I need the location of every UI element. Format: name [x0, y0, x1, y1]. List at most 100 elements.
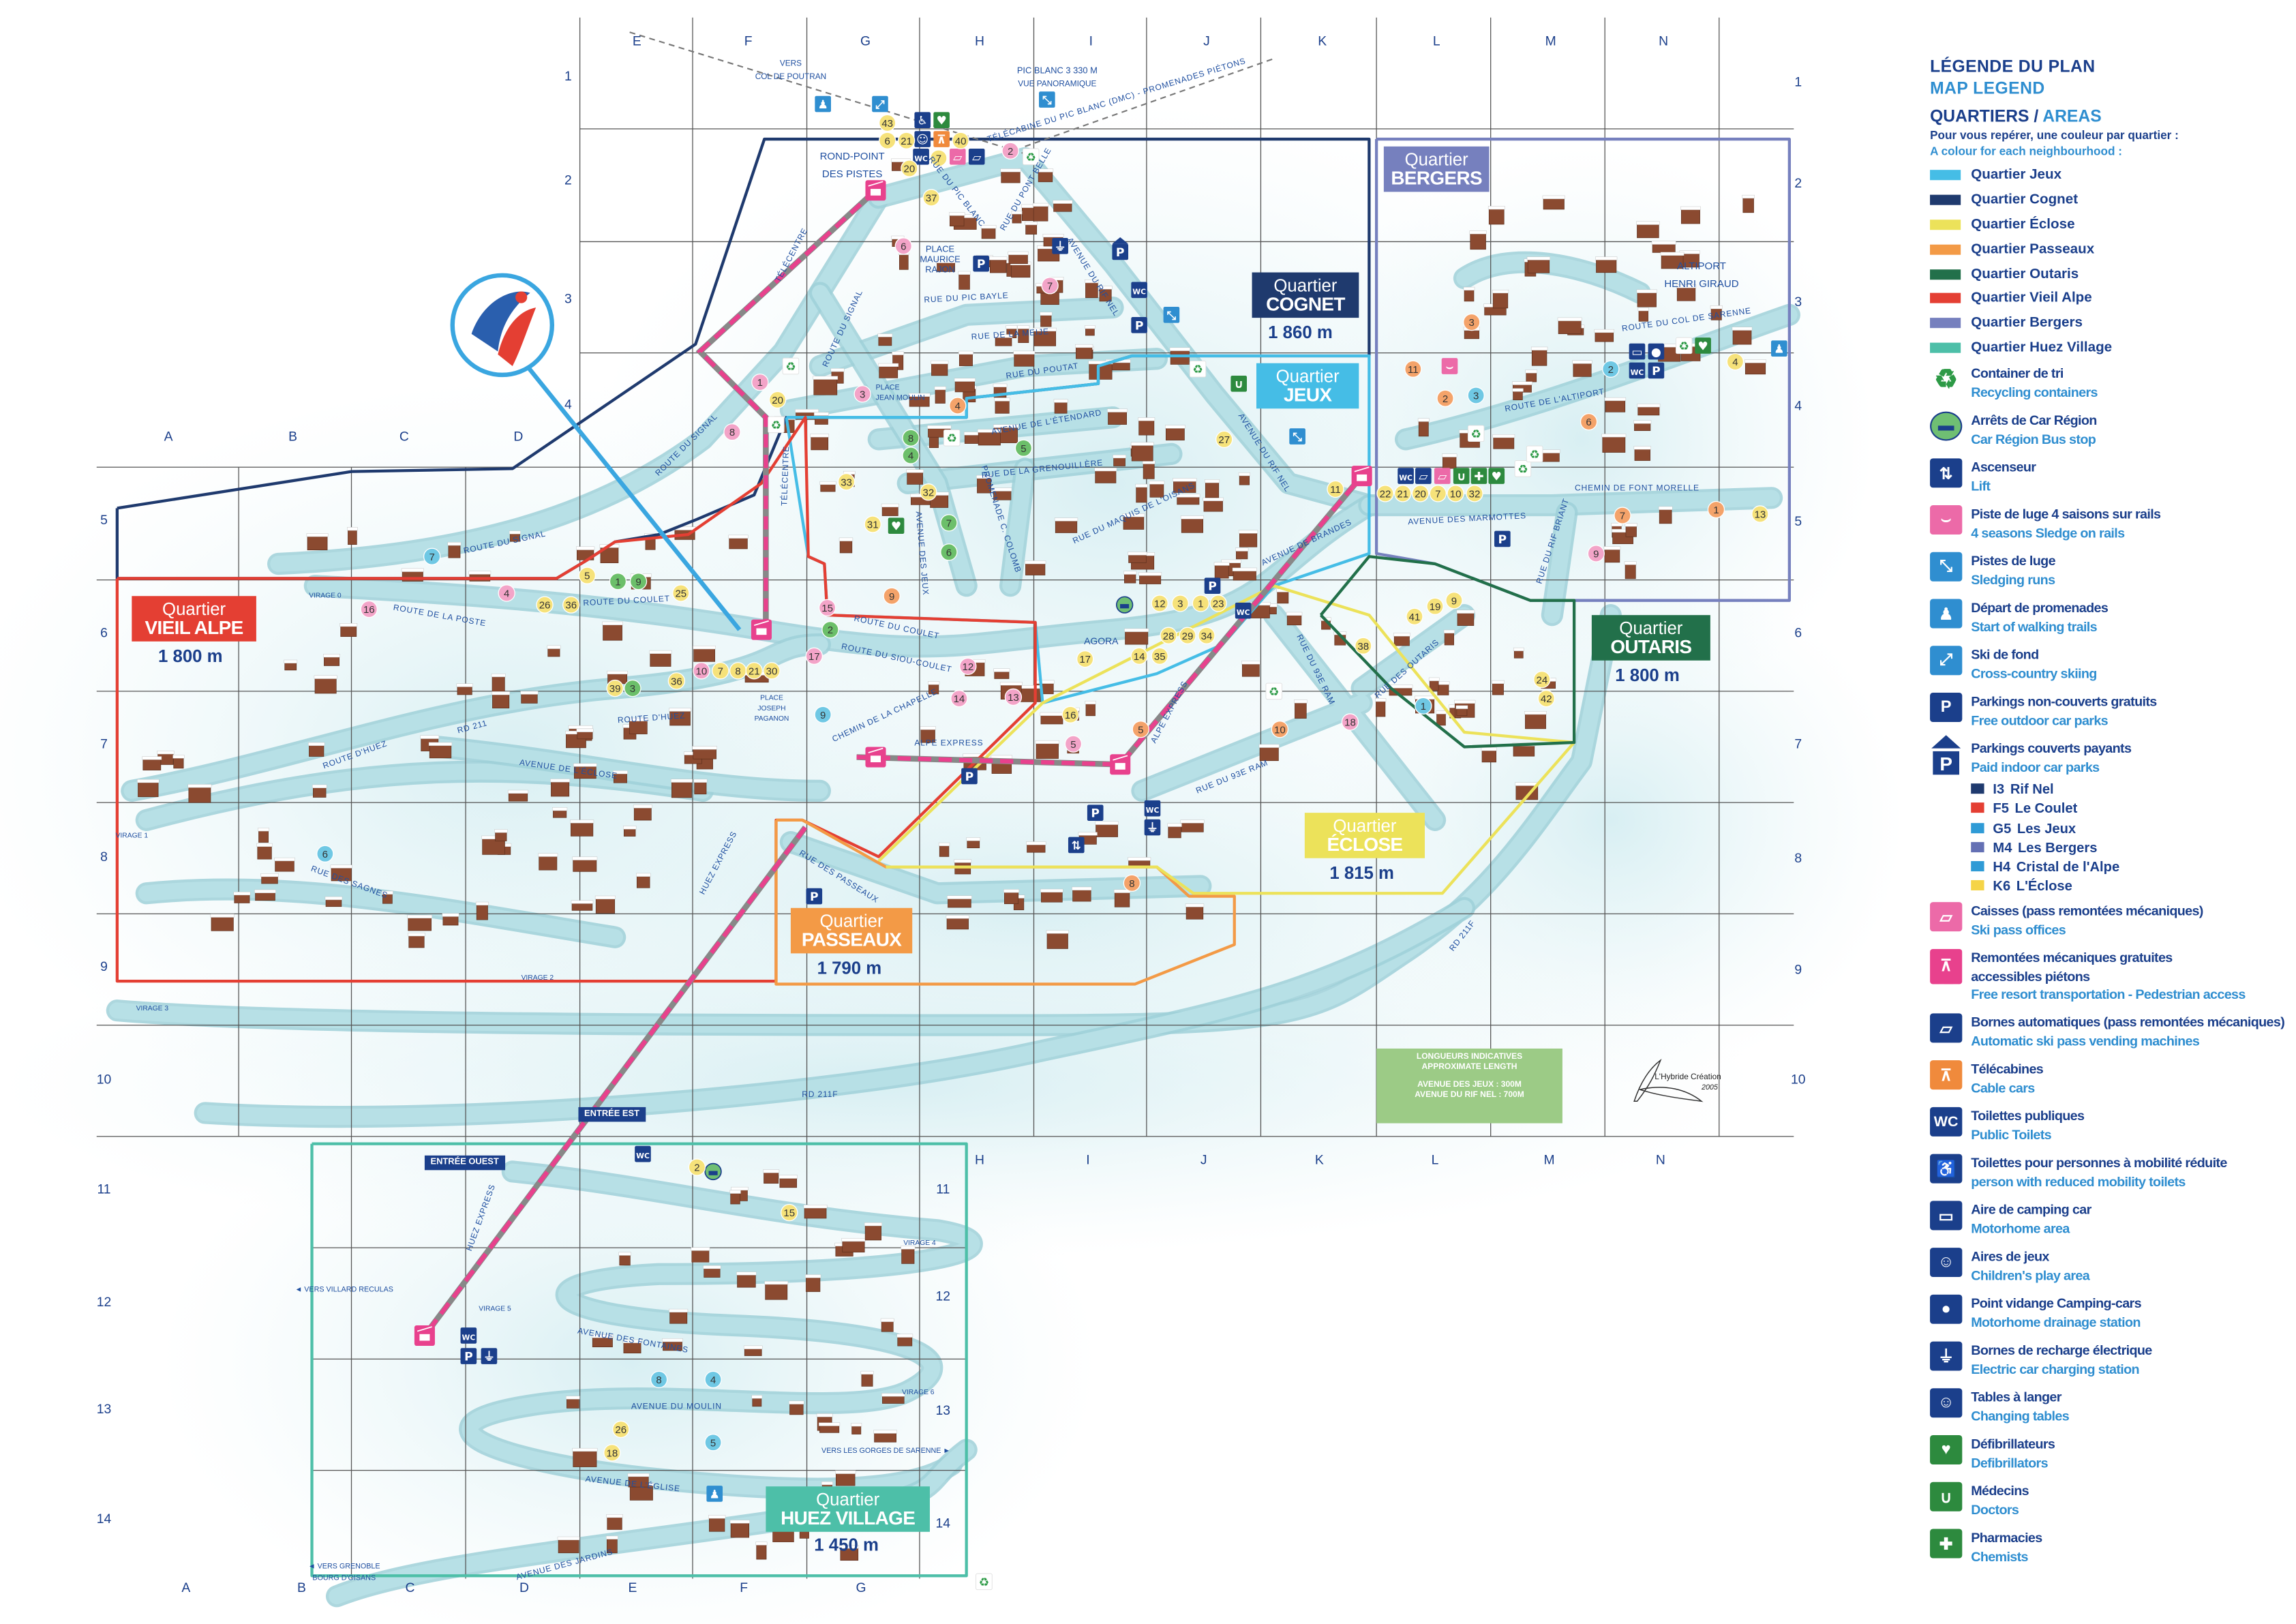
ski-pass-office-icon[interactable]: ▱	[1434, 468, 1451, 484]
bus-stop-icon[interactable]: ▬	[1115, 596, 1134, 614]
numbered-marker[interactable]: 2	[1001, 142, 1019, 160]
numbered-marker[interactable]: 31	[864, 515, 881, 533]
numbered-marker[interactable]: 14	[1130, 647, 1148, 665]
numbered-marker[interactable]: 10	[693, 662, 710, 680]
numbered-marker[interactable]: 20	[768, 391, 787, 409]
numbered-marker[interactable]: 11	[1404, 360, 1422, 378]
numbered-marker[interactable]: 1	[1192, 595, 1210, 612]
numbered-marker[interactable]: 16	[360, 600, 378, 618]
numbered-marker[interactable]: 22	[1376, 485, 1394, 502]
numbered-marker[interactable]: 6	[316, 845, 334, 862]
free-lift-line[interactable]	[856, 475, 1364, 767]
numbered-marker[interactable]: 19	[1426, 597, 1444, 615]
numbered-marker[interactable]: 2	[1602, 360, 1620, 378]
accessible-wc-icon[interactable]: ♿	[914, 112, 931, 128]
numbered-marker[interactable]: 18	[603, 1444, 621, 1462]
numbered-marker[interactable]: 8	[729, 662, 747, 680]
numbered-marker[interactable]: 3	[624, 679, 641, 697]
parking-icon[interactable]: P	[1648, 362, 1665, 379]
wc-icon[interactable]: WC	[1398, 468, 1414, 484]
numbered-marker[interactable]: 6	[940, 543, 958, 561]
lift-icon[interactable]: ⇅	[1068, 837, 1085, 854]
numbered-marker[interactable]: 7	[712, 662, 729, 680]
parking-icon[interactable]: P	[961, 768, 978, 785]
numbered-marker[interactable]: 35	[1151, 647, 1168, 665]
lift-station-icon[interactable]	[865, 180, 886, 201]
parking-icon[interactable]: P	[806, 888, 823, 905]
sledging-icon[interactable]: ⤡	[1163, 307, 1180, 323]
cable-car-icon[interactable]: ⊼	[933, 131, 950, 147]
numbered-marker[interactable]: 21	[897, 132, 916, 149]
parking-icon[interactable]: P	[460, 1348, 477, 1364]
parking-icon[interactable]: P	[1494, 530, 1511, 547]
numbered-marker[interactable]: 3	[854, 385, 871, 403]
numbered-marker[interactable]: 24	[1533, 670, 1551, 689]
numbered-marker[interactable]: 12	[959, 657, 977, 676]
defibrillator-icon[interactable]: ♥	[888, 517, 905, 534]
numbered-marker[interactable]: 23	[1209, 595, 1227, 612]
numbered-marker[interactable]: 1	[1707, 500, 1725, 519]
ski-pass-machine-icon[interactable]: ▱	[1415, 468, 1432, 484]
recycling-icon[interactable]: ♻	[1514, 460, 1532, 477]
lift-station-icon[interactable]	[865, 747, 886, 768]
numbered-marker[interactable]: 17	[805, 647, 823, 665]
numbered-marker[interactable]: 1	[751, 373, 769, 391]
numbered-marker[interactable]: 3	[1463, 313, 1481, 331]
numbered-marker[interactable]: 4	[902, 447, 920, 464]
numbered-marker[interactable]: 20	[901, 160, 918, 177]
numbered-marker[interactable]: 11	[1327, 480, 1344, 498]
recycling-icon[interactable]: ♻	[976, 1573, 993, 1591]
numbered-marker[interactable]: 42	[1537, 689, 1555, 708]
numbered-marker[interactable]: 7	[1041, 277, 1059, 295]
charging-icon[interactable]: ⏚	[481, 1348, 498, 1364]
numbered-marker[interactable]: 12	[1151, 595, 1168, 612]
numbered-marker[interactable]: 30	[763, 662, 781, 680]
numbered-marker[interactable]: 8	[1123, 874, 1141, 892]
changing-table-icon[interactable]: ☺	[914, 131, 931, 147]
numbered-marker[interactable]: 34	[1198, 627, 1215, 644]
numbered-marker[interactable]: 9	[1445, 592, 1463, 610]
numbered-marker[interactable]: 33	[837, 473, 856, 491]
doctor-icon[interactable]: ∪	[1453, 468, 1470, 484]
numbered-marker[interactable]: 14	[950, 689, 968, 708]
numbered-marker[interactable]: 32	[920, 483, 937, 501]
numbered-marker[interactable]: 10	[1447, 485, 1464, 502]
wc-icon[interactable]: WC	[1629, 362, 1646, 379]
numbered-marker[interactable]: 2	[688, 1158, 706, 1176]
numbered-marker[interactable]: 41	[1406, 607, 1423, 625]
cross-country-icon[interactable]: ⤢	[872, 95, 888, 112]
numbered-marker[interactable]: 40	[952, 132, 969, 149]
numbered-marker[interactable]: 36	[562, 596, 580, 614]
numbered-marker[interactable]: 26	[612, 1420, 630, 1439]
numbered-marker[interactable]: 6	[879, 132, 896, 149]
numbered-marker[interactable]: 1	[609, 573, 627, 590]
recycling-icon[interactable]: ♻	[768, 416, 785, 434]
ski-pass-office-icon[interactable]: ▱	[949, 149, 966, 165]
wc-icon[interactable]: WC	[460, 1327, 477, 1344]
numbered-marker[interactable]: 43	[879, 114, 896, 132]
numbered-marker[interactable]: 8	[723, 423, 741, 441]
recycling-icon[interactable]: ♻	[1189, 361, 1207, 378]
lift-station-icon[interactable]	[751, 619, 772, 640]
numbered-marker[interactable]: 6	[1580, 412, 1598, 431]
numbered-marker[interactable]: 7	[1614, 507, 1631, 524]
numbered-marker[interactable]: 26	[536, 596, 554, 614]
ski-pass-machine-icon[interactable]: ▱	[968, 149, 985, 165]
numbered-marker[interactable]: 28	[1160, 627, 1177, 644]
numbered-marker[interactable]: 5	[578, 567, 596, 584]
numbered-marker[interactable]: 21	[745, 662, 763, 680]
numbered-marker[interactable]: 3	[1467, 387, 1485, 404]
numbered-marker[interactable]: 2	[821, 620, 839, 639]
numbered-marker[interactable]: 2	[1436, 389, 1454, 407]
numbered-marker[interactable]: 21	[1394, 485, 1412, 502]
parking-icon[interactable]: P	[973, 255, 989, 272]
numbered-marker[interactable]: 38	[1355, 637, 1372, 655]
numbered-marker[interactable]: 9	[629, 573, 648, 590]
numbered-marker[interactable]: 39	[606, 679, 624, 697]
numbered-marker[interactable]: 16	[1061, 706, 1079, 723]
numbered-marker[interactable]: 10	[1271, 721, 1289, 738]
numbered-marker[interactable]: 25	[672, 584, 690, 602]
recycling-icon[interactable]: ♻	[1265, 682, 1283, 700]
numbered-marker[interactable]: 27	[1215, 430, 1233, 449]
defibrillator-icon[interactable]: ♥	[933, 112, 950, 128]
